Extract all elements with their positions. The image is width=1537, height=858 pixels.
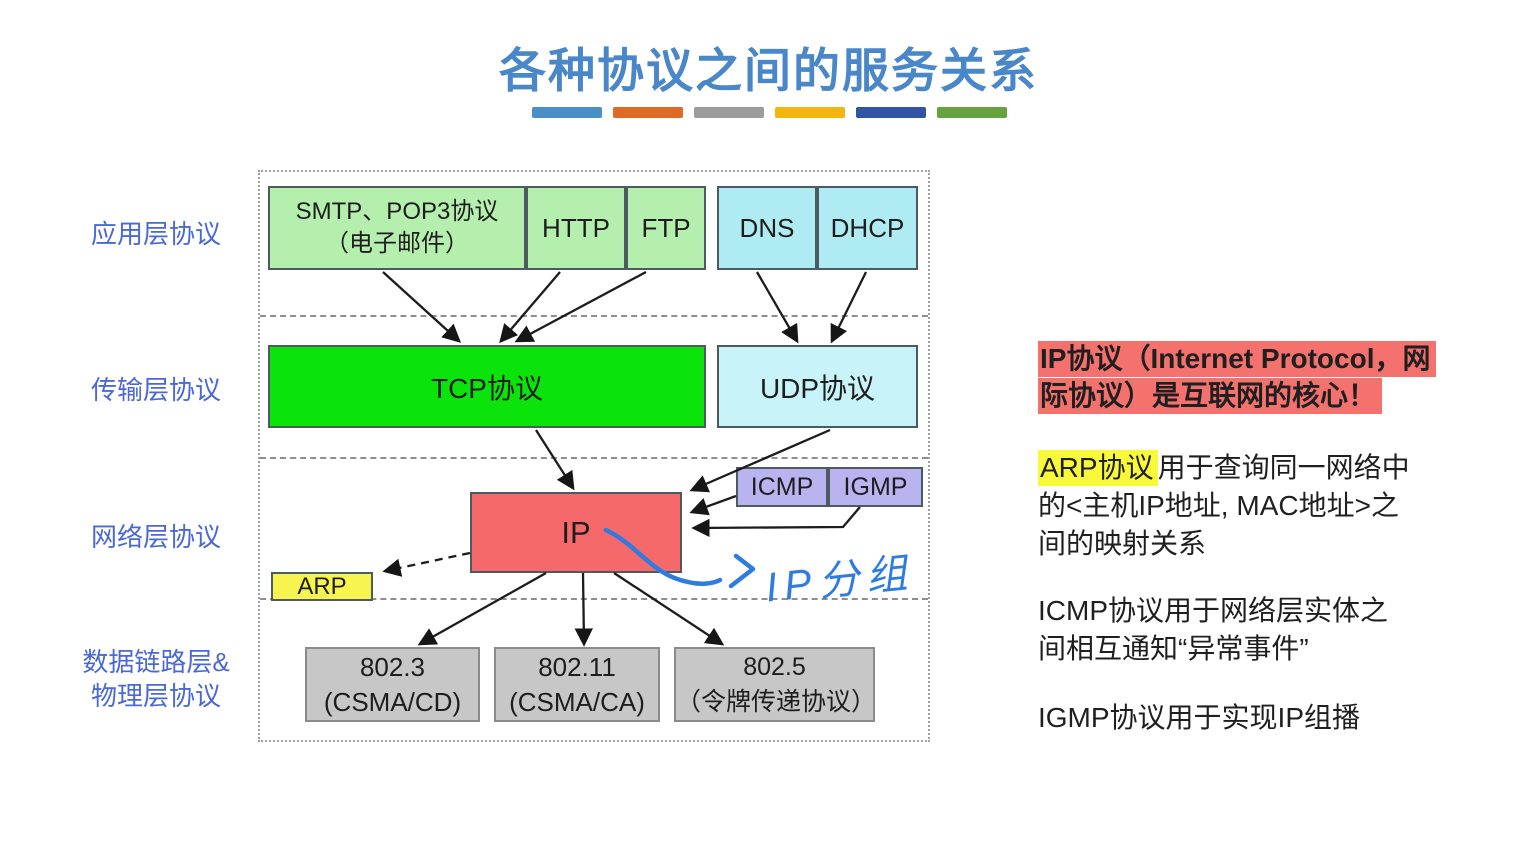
accent-bar-darkblue [856,107,926,118]
accent-bar-green [937,107,1007,118]
note-ip-line1: IP协议（Internet Protocol，网 [1038,341,1437,377]
box-8023-line2: (CSMA/CD) [323,686,462,717]
layer-label-application: 应用层协议 [90,219,221,249]
layer-label-datalink-line1: 数据链路层& [82,647,230,677]
box-smtp-pop3: SMTP、POP3协议 （电子邮件） [268,186,526,270]
layer-divider-app-transport [260,315,928,317]
layer-divider-network-datalink [260,598,928,600]
box-ftp: FTP [626,186,706,270]
box-arp: ARP [271,572,373,601]
note-igmp-line1: IGMP协议用于实现IP组播 [1038,702,1361,733]
layer-label-transport: 传输层协议 [90,375,221,405]
page-title: 各种协议之间的服务关系 [499,44,1038,97]
box-dns: DNS [717,186,817,270]
box-http: HTTP [526,186,626,270]
note-arp-protocol: ARP协议用于查询同一网络中 的<主机IP地址, MAC地址>之 间的映射关系 [1038,449,1410,563]
layer-label-datalink-line2: 物理层协议 [90,681,221,711]
box-80211-line1: 802.11 [538,651,616,682]
box-icmp: ICMP [736,467,828,507]
box-dhcp: DHCP [817,186,918,270]
note-icmp-line2: 间相互通知“异常事件” [1038,633,1309,664]
layer-label-datalink: 数据链路层& 物理层协议 [56,645,256,713]
box-8025-line2: （令牌传递协议） [676,687,877,716]
note-arp-line1-rest: 用于查询同一网络中 [1157,452,1410,483]
box-smtp-pop3-line2: （电子邮件） [325,230,469,257]
box-80211-line2: (CSMA/CA) [509,686,645,717]
box-8023-line1: 802.3 [359,651,426,682]
note-arp-highlight: ARP协议 [1038,450,1158,486]
box-tcp: TCP协议 [268,345,706,428]
box-smtp-pop3-line1: SMTP、POP3协议 [295,198,499,225]
layer-divider-transport-network [260,457,928,459]
note-icmp-line1: ICMP协议用于网络层实体之 [1038,595,1389,626]
accent-bar-yellow [775,107,845,118]
box-igmp: IGMP [828,467,923,507]
note-igmp-protocol: IGMP协议用于实现IP组播 [1038,699,1360,736]
box-ip: IP [470,492,682,573]
note-ip-line2: 际协议）是互联网的核心！ [1038,378,1383,414]
accent-bar-blue [532,107,602,118]
note-ip-protocol: IP协议（Internet Protocol，网 际协议）是互联网的核心！ [1038,341,1437,415]
accent-bar-gray [694,107,764,118]
box-udp: UDP协议 [717,345,918,428]
accent-bar-orange [613,107,683,118]
note-arp-line2: 的<主机IP地址, MAC地址>之 [1038,490,1399,521]
note-arp-line3: 间的映射关系 [1038,528,1207,559]
note-icmp-protocol: ICMP协议用于网络层实体之 间相互通知“异常事件” [1038,592,1388,668]
box-80211: 802.11 (CSMA/CA) [494,647,660,722]
accent-bars [532,107,1007,118]
box-8025-line1: 802.5 [743,652,806,681]
box-8023: 802.3 (CSMA/CD) [305,647,480,722]
box-8025: 802.5 （令牌传递协议） [674,647,877,722]
layer-label-network: 网络层协议 [90,522,221,552]
